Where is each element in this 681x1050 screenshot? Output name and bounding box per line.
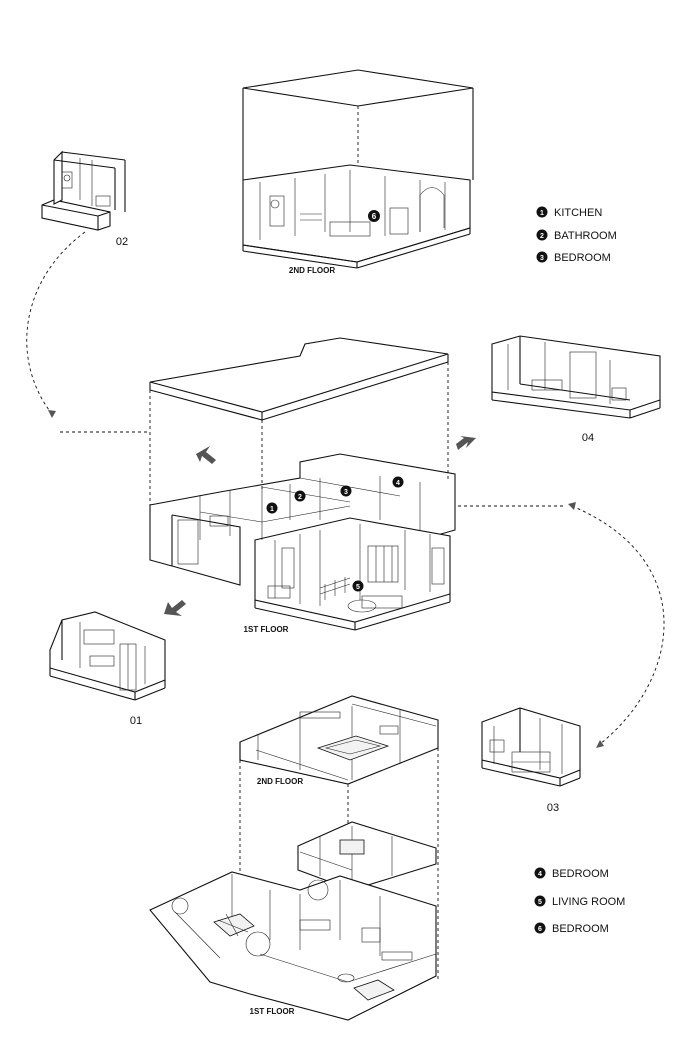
legend-top-item-1: 1 KITCHEN xyxy=(536,206,602,219)
legend-top-item-2: 2 BATHROOM xyxy=(536,229,617,242)
arrow-up-left xyxy=(196,446,216,464)
marker-5: 5 xyxy=(352,580,364,592)
marker-4: 4 xyxy=(392,476,404,488)
svg-text:4: 4 xyxy=(396,480,400,487)
legend-bottom-item-6: 6 BEDROOM xyxy=(534,922,609,935)
arrow-up-right xyxy=(456,436,476,450)
view-02-model xyxy=(41,150,126,231)
svg-text:1: 1 xyxy=(540,210,544,217)
legend-top: 1 KITCHEN 2 BATHROOM 3 BEDROOM xyxy=(536,206,617,264)
floor1-plan-label: 1ST FLOOR xyxy=(250,1007,295,1016)
view-02-label: 02 xyxy=(116,236,128,248)
arrow-down-left xyxy=(164,600,186,616)
legend-bottom-item-5: 5 LIVING ROOM xyxy=(534,895,625,908)
svg-text:1: 1 xyxy=(270,506,274,513)
svg-text:6: 6 xyxy=(538,926,542,933)
connector-view02-arrowhead xyxy=(48,410,56,418)
svg-text:KITCHEN: KITCHEN xyxy=(554,207,602,219)
svg-text:6: 6 xyxy=(372,212,377,221)
connector-view03 xyxy=(571,505,665,745)
floor1-mid-label: 1ST FLOOR xyxy=(244,625,289,634)
svg-text:5: 5 xyxy=(538,899,542,906)
connector-view02 xyxy=(26,231,86,415)
legend-bottom-item-4: 4 BEDROOM xyxy=(534,867,609,880)
legend-top-item-3: 3 BEDROOM xyxy=(536,251,611,264)
view-03-model xyxy=(481,707,581,787)
view-01-model xyxy=(49,611,166,701)
svg-text:5: 5 xyxy=(356,584,360,591)
floor2-plan-label: 2ND FLOOR xyxy=(257,777,303,786)
view-01-label: 01 xyxy=(130,715,142,727)
view-03-label: 03 xyxy=(547,802,559,814)
marker-2: 2 xyxy=(294,490,306,502)
svg-text:3: 3 xyxy=(540,255,544,262)
floor2-top-label: 2ND FLOOR xyxy=(289,266,335,275)
floor2-plan-exploded xyxy=(239,695,439,785)
svg-text:LIVING ROOM: LIVING ROOM xyxy=(552,896,625,908)
main-isometric-model xyxy=(149,337,456,631)
floor1-plan-exploded xyxy=(149,871,437,1021)
marker-6: 6 xyxy=(368,210,380,222)
legend-bottom: 4 BEDROOM 5 LIVING ROOM 6 BEDROOM xyxy=(534,867,625,935)
svg-text:BEDROOM: BEDROOM xyxy=(552,868,609,880)
svg-text:4: 4 xyxy=(538,871,542,878)
svg-text:BATHROOM: BATHROOM xyxy=(554,230,617,242)
view-04-model xyxy=(491,335,661,419)
connector-view03-arrowhead xyxy=(596,740,604,748)
view-04-label: 04 xyxy=(582,432,594,444)
floor-plan-middle-layer xyxy=(297,821,437,891)
svg-text:2: 2 xyxy=(298,494,302,501)
connector-view03-start-arrowhead xyxy=(568,502,576,510)
svg-text:BEDROOM: BEDROOM xyxy=(552,923,609,935)
marker-1: 1 xyxy=(266,502,278,514)
floor2-isometric-model xyxy=(242,69,474,269)
marker-3: 3 xyxy=(340,485,352,497)
svg-text:2: 2 xyxy=(540,233,544,240)
svg-text:BEDROOM: BEDROOM xyxy=(554,252,611,264)
svg-text:3: 3 xyxy=(344,489,348,496)
